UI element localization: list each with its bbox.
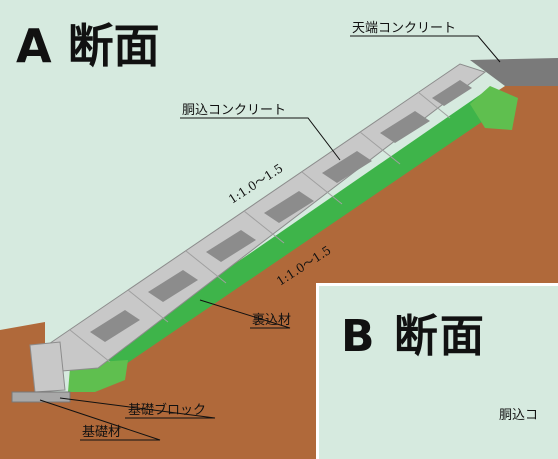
body-concrete-label: 胴込コンクリート: [182, 103, 286, 118]
section-b-body-concrete-label: 胴込コ: [499, 408, 539, 423]
gravel-top: [470, 86, 518, 130]
section-a-title: A 断面: [16, 19, 160, 73]
crown-concrete-label: 天端コンクリート: [352, 21, 456, 36]
block-cells: [90, 80, 472, 342]
block-seams: [69, 91, 451, 363]
section-b-title: B 断面: [341, 311, 486, 362]
backfill-layer: [78, 90, 514, 385]
leader-lines: [39, 35, 501, 441]
toe-soil-lower: [0, 400, 70, 459]
section-b-inset: B 断面 胴込コ: [316, 283, 558, 459]
backfill-label: 裏込材: [252, 313, 291, 328]
foundation-block-shape: [29, 341, 66, 393]
foundation-material-label: 基礎材: [82, 425, 121, 440]
crown-ground: [470, 58, 558, 86]
foundation-block-label: 基礎ブロック: [128, 402, 206, 418]
foundation-material-shape: [11, 391, 71, 403]
